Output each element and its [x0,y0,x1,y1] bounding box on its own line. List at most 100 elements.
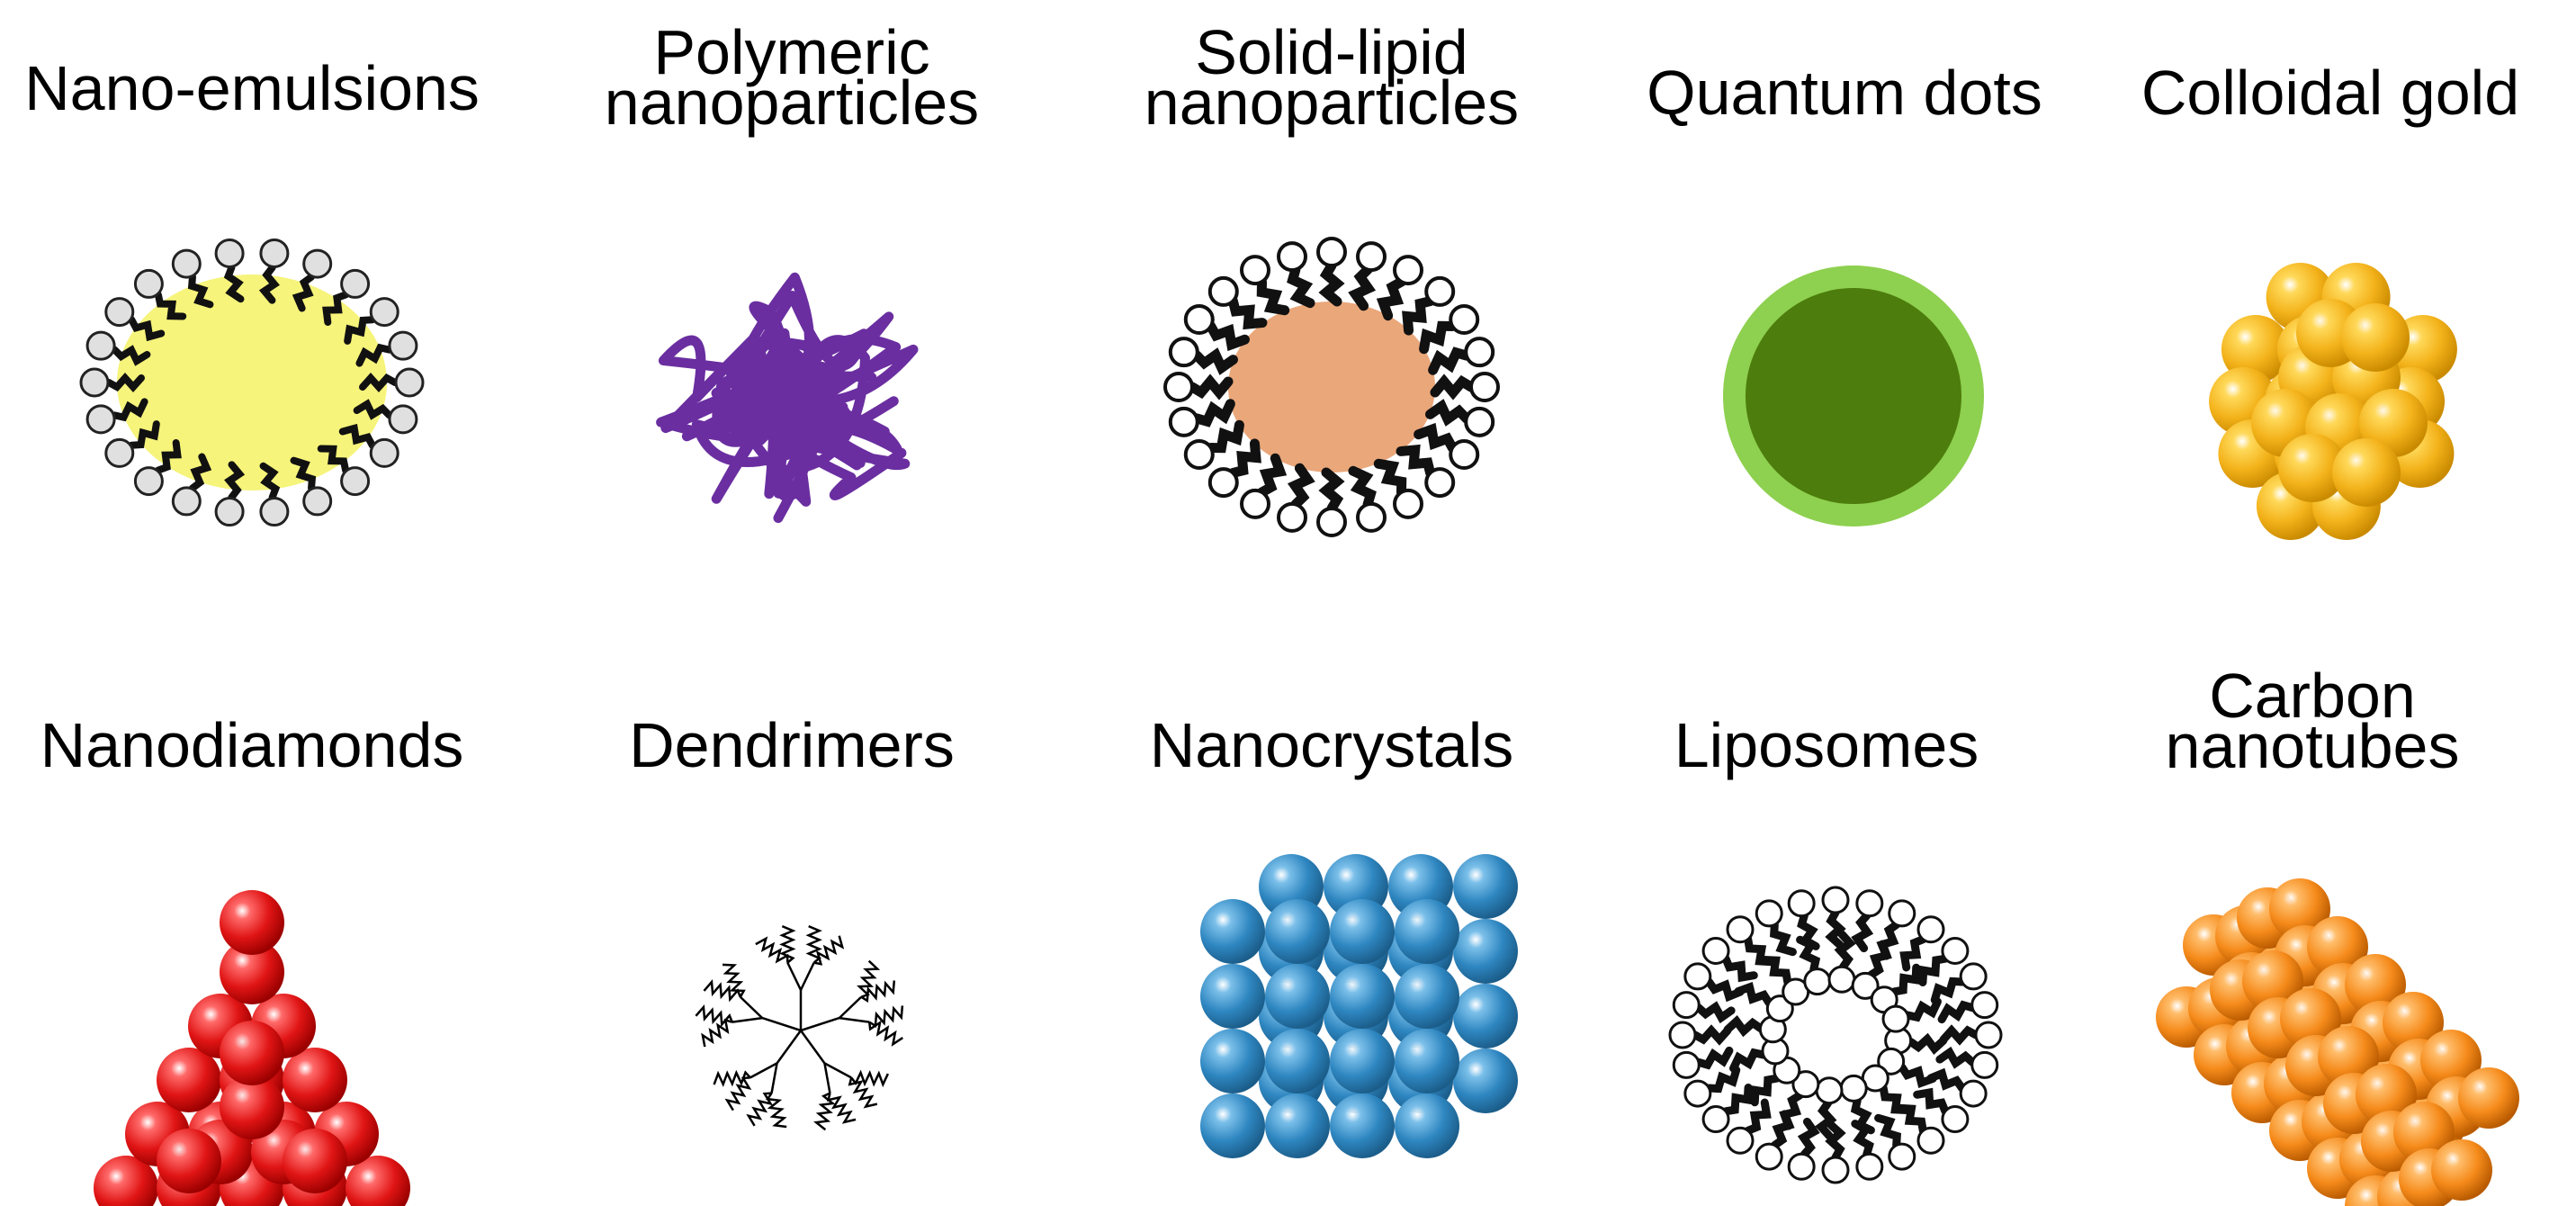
sphere [1453,919,1518,984]
lipid-tail [1287,265,1315,309]
lipid-head [1168,337,1199,368]
dendrimer-chain [857,959,881,998]
surfactant-head [394,367,425,398]
surfactant-tail [105,373,145,392]
label-line: Nanocrystals [1149,710,1514,780]
lipid-head [1941,1105,1970,1134]
sphere [2431,1139,2492,1201]
lipid-tail [1879,1084,1912,1115]
lipid-head [1449,439,1480,470]
lipid-tail [1318,260,1345,307]
lipid-head [1765,994,1794,1023]
lipid-head [1821,886,1850,914]
surfactant-head [171,248,202,279]
lipid-tail [1227,296,1268,330]
surfactant-tail [292,273,316,312]
lipid-tail [1937,1000,1977,1024]
lipid-tail [1287,463,1315,509]
sphere [1265,964,1330,1029]
lipid-head [1726,1126,1755,1155]
sphere [2356,1064,2417,1125]
lipid-head [1393,488,1423,519]
lipid-head [1855,1152,1884,1181]
sphere [1395,1094,1459,1158]
lipid-tail [1889,963,1921,996]
lipid-head [1183,304,1215,335]
lipid-head [1827,965,1856,994]
lipid-tail [1750,1074,1782,1107]
surfactant-tail [128,316,166,342]
sphere [346,1156,410,1206]
surfactant-head [85,330,116,361]
lipid-head [1970,1050,1999,1079]
dendrimer-chain [850,1069,890,1088]
lipid-head [1959,962,1988,991]
cell-polymeric-nanoparticles: Polymeric nanoparticles [540,0,1044,540]
lipid-head [1183,439,1215,470]
lipid-head [1668,1021,1697,1049]
cell-nano-emulsions: Nano-emulsions [0,0,504,540]
lipid-head [1881,1004,1910,1033]
lipid-head [1277,241,1308,273]
quantum-dot-illustration [1723,266,1984,526]
sphere [2318,1026,2379,1087]
carbon-nanotube-illustration [2156,878,2519,1206]
sphere [2341,303,2410,372]
lipid-tail [1348,465,1377,509]
lipid-head [1701,936,1730,965]
surfactant-tail [187,273,214,309]
lipid-tail [1723,1015,1764,1038]
sphere [2269,878,2330,940]
sphere [1453,1048,1518,1113]
lipid-tail [1376,276,1406,321]
label-nanocrystals: Nanocrystals [1080,710,1584,780]
lipid-head [1941,936,1970,965]
lipid-tail [1704,1066,1741,1094]
surfactant-tail [344,316,376,345]
sphere [2242,950,2303,1012]
sphere [2345,954,2406,1015]
lipid-tail [1779,1091,1804,1130]
lipid-tail [1825,1120,1846,1162]
surfactant-head [302,486,333,517]
dendrimer-chain [765,1092,787,1129]
sphere [1453,854,1518,919]
lipid-tail [1825,908,1846,950]
lipid-tail [1850,1096,1875,1135]
lipid-tail [1867,940,1892,979]
lipid-tail [1770,920,1797,957]
label-line: nanoparticles [604,68,980,138]
lipid-tail [1373,458,1407,498]
dendrimer-chain [695,1004,733,1028]
surfactant-tail [258,264,280,304]
sphere [2221,315,2290,383]
lipid-head [1888,1142,1916,1171]
dendrimer-illustration [695,924,904,1131]
lipid-tail [1907,1032,1948,1055]
dendrimer-chain [723,963,746,998]
surfactant-tail [290,456,317,492]
sphere [2278,434,2347,502]
colloidal-gold-illustration [2209,263,2457,540]
label-line: Nano-emulsions [24,53,480,123]
lipid-tail [1721,954,1758,983]
sphere [1265,1029,1330,1094]
nano-emulsion-illustration [79,238,425,527]
surfactant-tail [224,461,246,501]
dendrimer-branch [823,1063,831,1094]
surfactant-head [369,437,399,468]
lipid-tail [1734,981,1773,1007]
lipid-tail [1206,419,1244,454]
lipid-tail [1402,296,1436,336]
lipid-tail [1256,276,1290,316]
label-colloidal-gold: Colloidal gold [2078,61,2576,124]
lipid-head [1424,467,1456,499]
lipid-tail [1874,1113,1901,1150]
lipid-head [1672,991,1701,1020]
sphere [220,1075,284,1139]
sphere [2383,992,2444,1053]
liposome-illustration [1668,886,2003,1184]
lipid-tail [1903,997,1942,1022]
dendrimer-chain [868,1005,904,1028]
dendrimer-chain [713,1069,751,1087]
